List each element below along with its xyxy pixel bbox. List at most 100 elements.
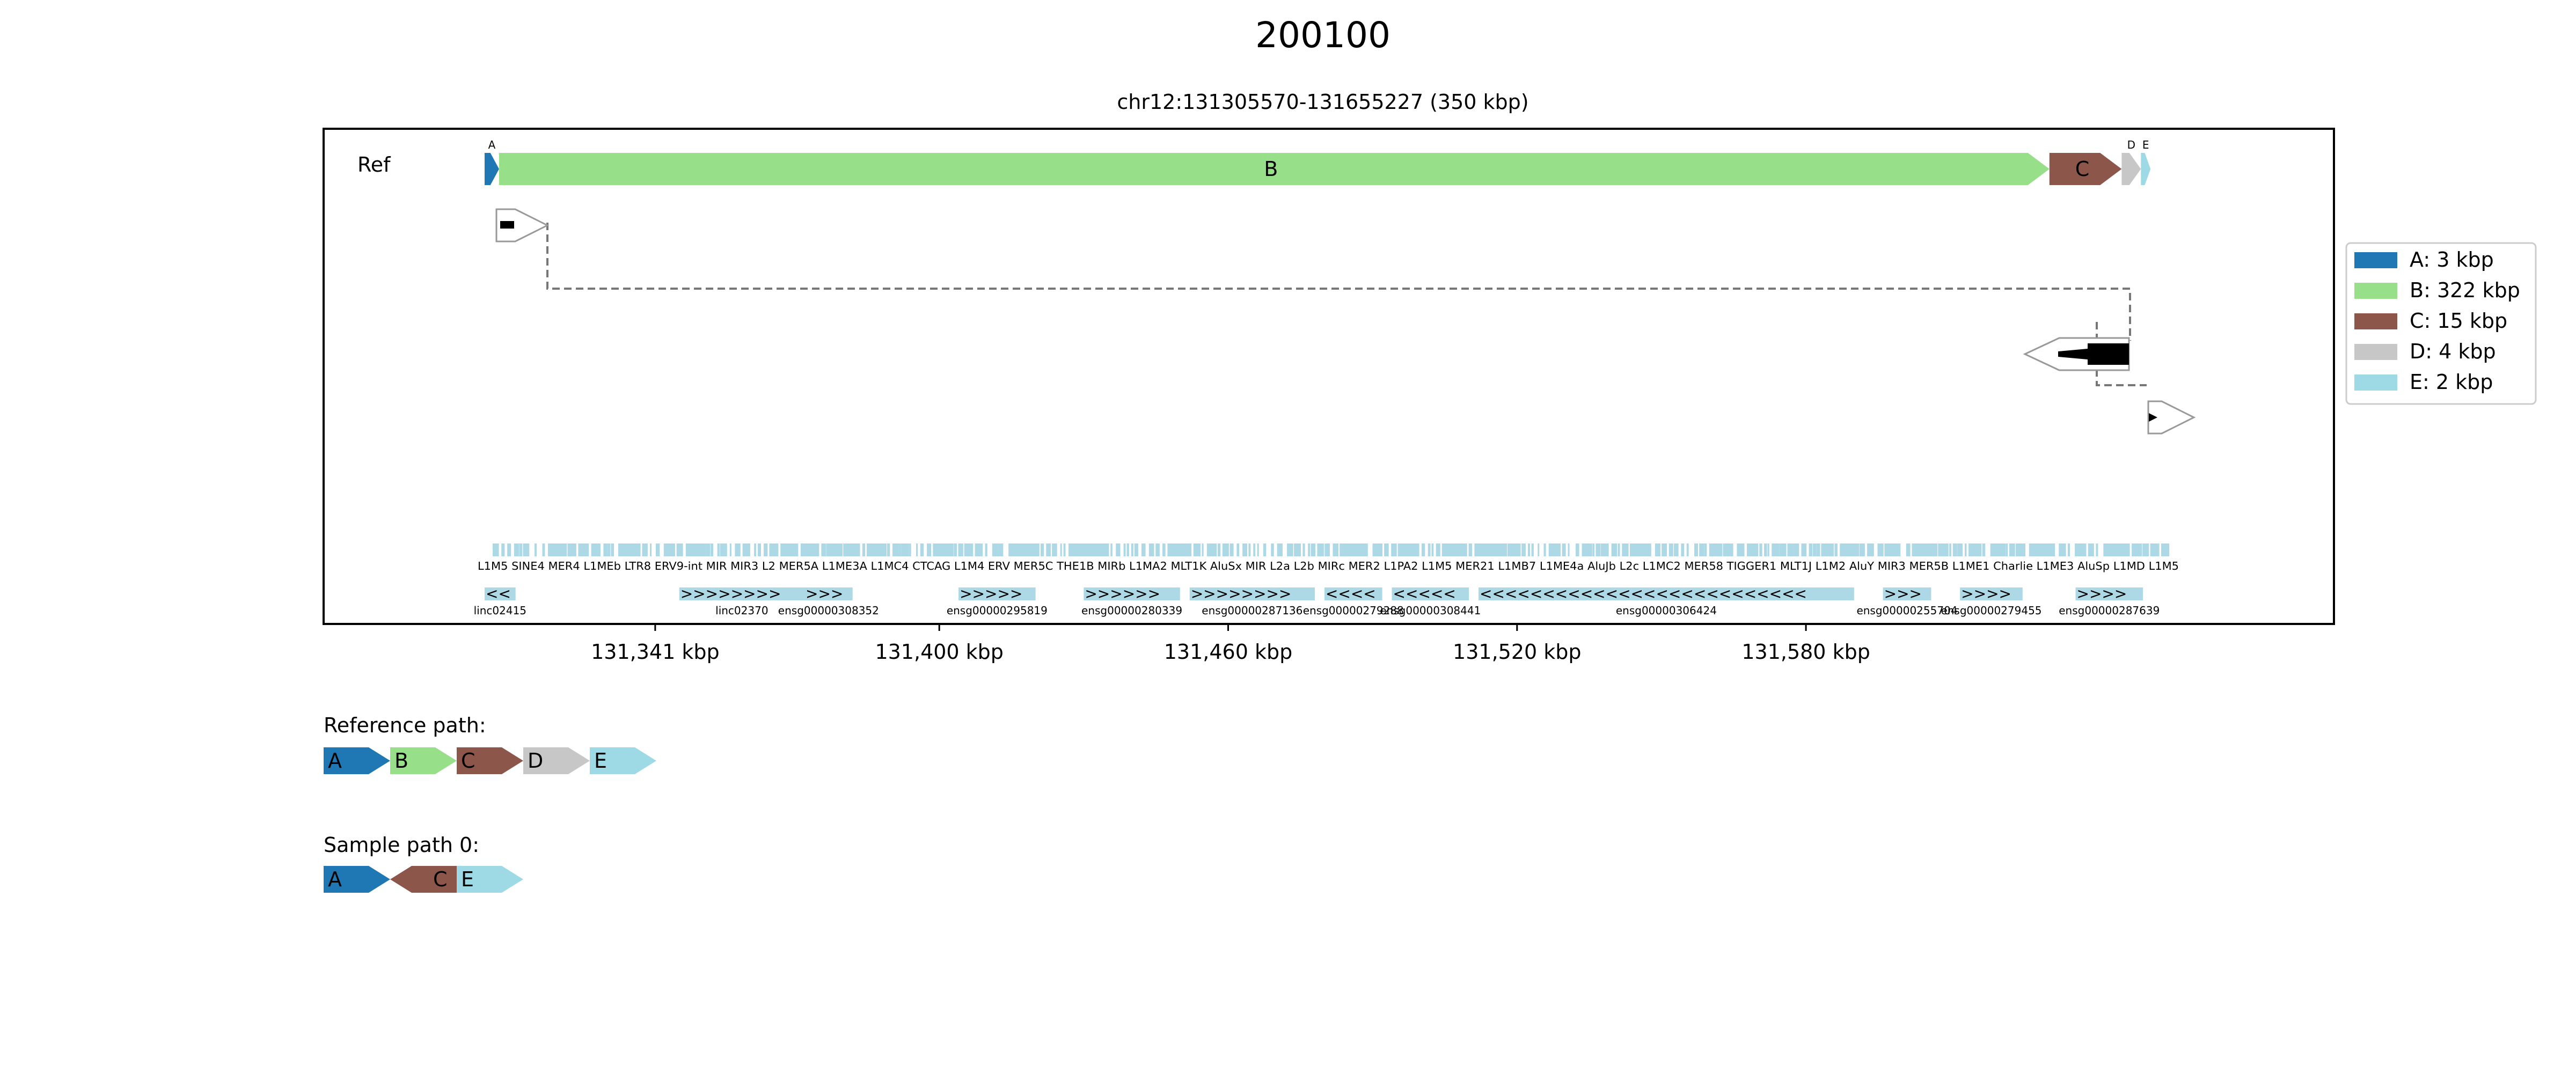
repeat-mark	[1829, 543, 1831, 556]
repeat-mark	[1032, 543, 1037, 556]
repeat-mark	[1170, 543, 1175, 556]
repeat-mark	[1302, 543, 1305, 556]
repeat-mark	[1116, 543, 1121, 556]
repeat-mark	[1202, 543, 1204, 556]
path-chip-c	[390, 866, 457, 893]
repeat-mark	[1840, 543, 1845, 556]
repeat-mark	[1222, 543, 1229, 556]
repeat-mark	[1013, 543, 1020, 556]
repeat-mark	[964, 543, 970, 556]
alignment-block-a	[495, 208, 550, 242]
repeat-mark	[2132, 543, 2137, 556]
repeat-mark	[1655, 543, 1660, 556]
repeat-mark	[1726, 543, 1728, 556]
repeat-mark	[1364, 543, 1368, 556]
repeat-annotation-track	[493, 543, 2170, 556]
ref-segment-a	[485, 153, 499, 185]
repeat-mark	[887, 543, 890, 556]
repeat-mark	[496, 543, 499, 556]
repeat-mark	[1548, 543, 1555, 556]
gene-bar	[958, 587, 1036, 600]
ref-segment-c	[2049, 153, 2122, 185]
repeat-mark	[1041, 543, 1044, 556]
repeat-mark	[1877, 543, 1884, 556]
repeat-mark	[1694, 543, 1698, 556]
repeat-mark	[1016, 543, 1023, 556]
repeat-mark	[1611, 543, 1618, 556]
repeat-mark	[1531, 543, 1534, 556]
alignment-connectors	[546, 223, 2147, 386]
region-subtitle: chr12:131305570-131655227 (350 kbp)	[1117, 90, 1528, 114]
repeat-mark	[1514, 543, 1521, 556]
repeat-mark	[968, 543, 974, 556]
repeat-mark	[1431, 543, 1434, 556]
legend-label-a: A: 3 kbp	[2410, 248, 2494, 271]
repeat-mark	[2113, 543, 2116, 556]
gene-strand-arrows: >>>>	[1961, 585, 2011, 602]
repeat-mark	[669, 543, 674, 556]
repeat-mark	[1141, 543, 1146, 556]
repeat-mark	[1568, 543, 1570, 556]
repeat-mark	[1490, 543, 1492, 556]
repeat-mark	[1428, 543, 1431, 556]
repeat-mark	[1957, 543, 1963, 556]
repeat-mark	[1063, 543, 1066, 556]
repeat-mark	[1333, 543, 1339, 556]
repeat-mark	[1952, 543, 1957, 556]
repeat-mark	[1870, 543, 1874, 556]
repeat-mark	[2118, 543, 2126, 556]
plot-frame	[323, 128, 2335, 625]
repeat-mark	[2161, 543, 2166, 556]
repeat-mark	[1741, 543, 1745, 556]
path-chip-label: C	[433, 868, 448, 891]
repeat-mark	[1230, 543, 1234, 556]
gene-strand-arrows: <<<<<	[1393, 585, 1456, 602]
gene-strand-arrows: >>>	[1884, 585, 1922, 602]
path-chip-label: E	[461, 868, 474, 891]
path-chip-label: E	[594, 749, 607, 773]
repeat-mark	[1949, 543, 1951, 556]
repeat-mark	[1673, 543, 1679, 556]
repeat-mark	[850, 543, 855, 556]
repeat-mark	[519, 543, 523, 556]
repeat-mark	[1021, 543, 1024, 556]
repeat-mark	[1538, 543, 1540, 556]
gene-label: ensg00000308441	[1380, 604, 1481, 617]
repeat-mark	[1384, 543, 1389, 556]
repeat-mark	[1999, 543, 2006, 556]
repeat-mark	[821, 543, 826, 556]
repeat-mark	[1846, 543, 1852, 556]
repeat-mark	[1421, 543, 1425, 556]
repeat-mark	[1352, 543, 1356, 556]
repeat-mark	[1343, 543, 1346, 556]
repeat-mark	[1932, 543, 1935, 556]
repeat-mark	[1046, 543, 1051, 556]
legend-swatch-a	[2354, 252, 2397, 268]
path-chip-a	[324, 747, 390, 774]
repeat-mark	[2142, 543, 2149, 556]
repeat-mark	[1060, 543, 1062, 556]
gene-track: <<linc02415>>>>>>>>linc02370>>>ensg00000…	[474, 585, 2160, 617]
path-chip-label: C	[461, 749, 475, 773]
repeat-mark	[1699, 543, 1704, 556]
repeat-mark	[2150, 543, 2156, 556]
repeat-mark	[1801, 543, 1807, 556]
repeat-mark	[1622, 543, 1629, 556]
alignment-block-e	[2147, 400, 2196, 435]
repeat-mark	[631, 543, 633, 556]
legend-label-c: C: 15 kbp	[2410, 309, 2507, 333]
legend-swatch-c	[2354, 313, 2397, 329]
repeat-mark	[2165, 543, 2170, 556]
repeat-mark	[1436, 543, 1440, 556]
repeat-mark	[1277, 543, 1281, 556]
ref-label: Ref	[357, 153, 391, 177]
repeat-mark	[608, 543, 611, 556]
repeat-mark	[603, 543, 608, 556]
gene-bar	[1189, 587, 1315, 600]
gene-strand-arrows: <<	[486, 585, 511, 602]
repeat-mark	[920, 543, 924, 556]
repeat-mark	[1812, 543, 1817, 556]
repeat-mark	[542, 543, 545, 556]
repeat-mark	[1562, 543, 1566, 556]
